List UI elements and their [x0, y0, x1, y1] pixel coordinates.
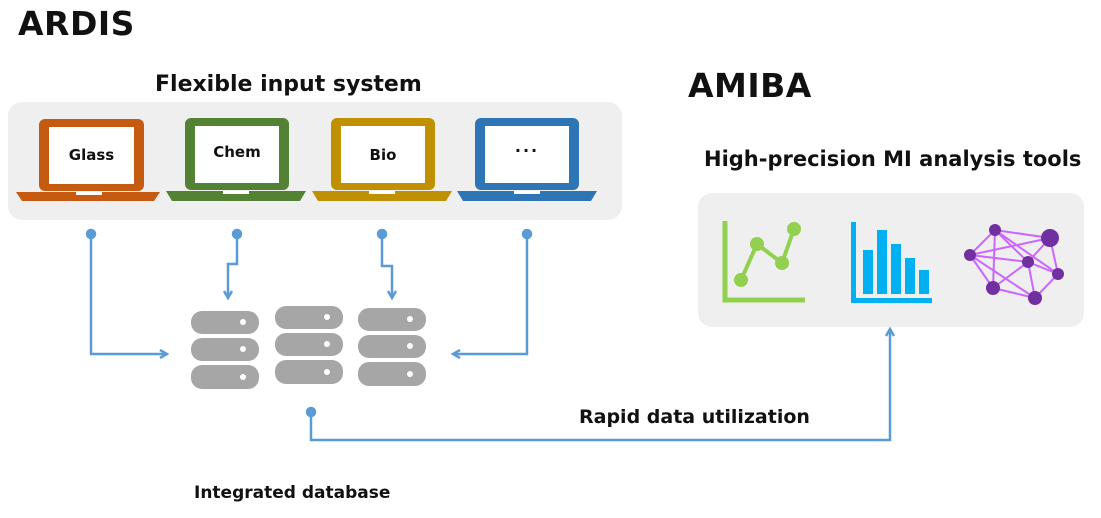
laptop-glass-icon: [16, 119, 160, 201]
input-flow-arrows: [85, 228, 533, 354]
laptop-chem-icon: [166, 118, 306, 201]
database-icon: [358, 308, 426, 386]
laptop-more-icon: [457, 118, 597, 201]
amiba-title: AMIBA: [688, 66, 812, 105]
rapid-data-utilization-label: Rapid data utilization: [579, 406, 810, 428]
laptop-bio-icon: [312, 118, 452, 201]
bar-chart-icon: [851, 222, 932, 303]
database-icon: [191, 311, 259, 389]
laptop-more: ···: [485, 141, 569, 161]
input-system-heading: Flexible input system: [155, 72, 422, 97]
database-icon: [275, 306, 343, 384]
laptop-chem: Chem: [195, 143, 279, 163]
laptop-glass-label: Glass: [68, 146, 115, 164]
laptop-bio-label: Bio: [369, 146, 397, 164]
utilization-flow-arrow: [305, 330, 890, 442]
laptop-chem-label: Chem: [213, 143, 261, 161]
network-graph-icon: [964, 224, 1064, 305]
ardis-title: ARDIS: [18, 4, 135, 43]
integrated-database-caption: Integrated database: [194, 483, 391, 503]
laptop-more-label: ···: [514, 141, 540, 160]
laptop-glass: Glass: [49, 146, 134, 166]
laptop-bio: Bio: [341, 146, 425, 166]
analysis-tools-heading: High-precision MI analysis tools: [704, 147, 1082, 171]
line-chart-icon: [722, 221, 805, 303]
